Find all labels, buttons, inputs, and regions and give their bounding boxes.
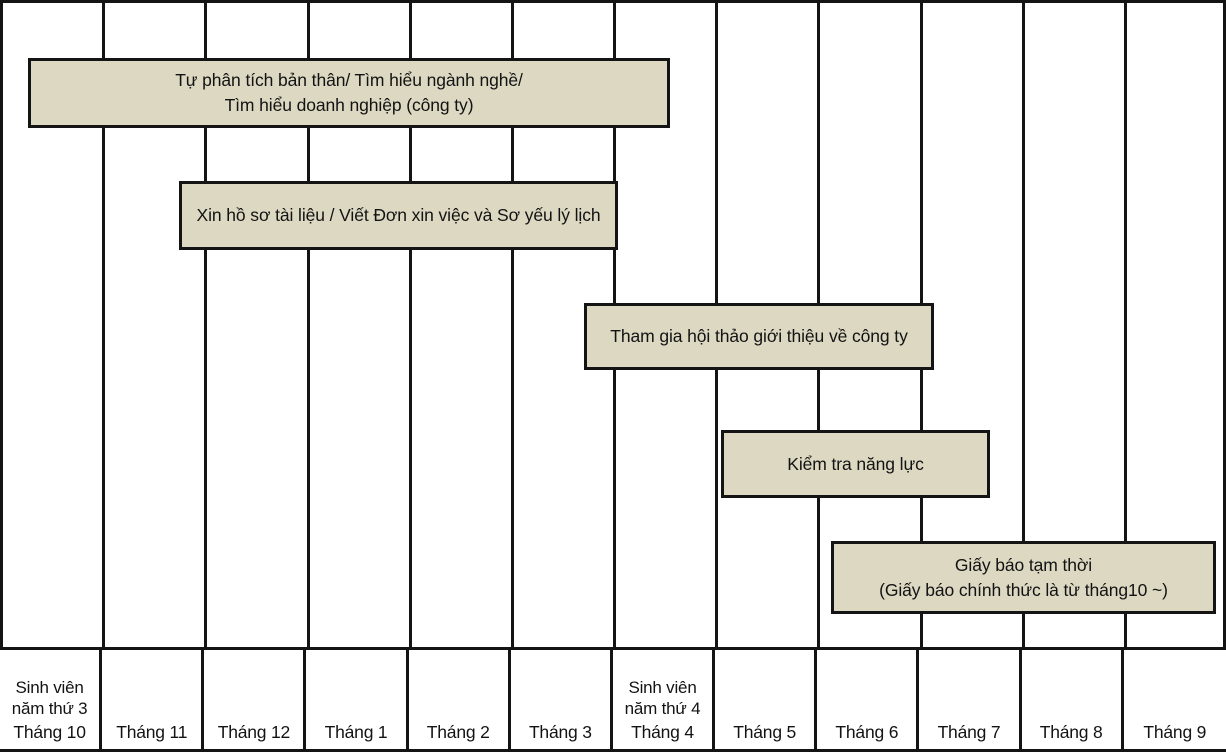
axis-month-cell[interactable]: Sinh viên năm thứ 4 Tháng 4 (613, 650, 716, 749)
axis-month-label: Tháng 10 (13, 722, 86, 742)
timeline-axis: Sinh viên năm thứ 3 Tháng 10 Tháng 11 Tháng… (0, 647, 1226, 752)
task-bar-label: Kiểm tra năng lực (787, 453, 924, 474)
axis-year-label: Sinh viên năm thứ 4 (624, 677, 701, 718)
axis-month-cell[interactable]: Tháng 3 (511, 650, 613, 749)
axis-month-label: Tháng 4 (631, 722, 694, 742)
axis-month-cell[interactable]: Tháng 12 (204, 650, 307, 749)
axis-month-label: Tháng 3 (528, 722, 592, 742)
task-bar[interactable]: Tự phân tích bản thân/ Tìm hiểu ngành ng… (28, 58, 670, 128)
axis-month-label: Tháng 6 (835, 722, 899, 742)
axis-month-label: Tháng 11 (116, 722, 188, 742)
axis-month-label: Tháng 5 (733, 722, 797, 742)
task-bar-label: Tự phân tích bản thân/ Tìm hiểu ngành ng… (175, 70, 523, 115)
grid-line-3 (307, 0, 310, 647)
axis-month-label: Tháng 7 (937, 722, 1001, 742)
task-bar-label: Xin hồ sơ tài liệu / Viết Đơn xin việc v… (196, 205, 601, 226)
axis-month-cell[interactable]: Tháng 2 (409, 650, 511, 749)
task-bar-label: Giấy báo tạm thời (Giấy báo chính thức l… (879, 554, 1168, 600)
grid-line-11 (1124, 0, 1127, 647)
grid-line-5 (511, 0, 514, 647)
axis-month-label: Tháng 2 (426, 722, 490, 742)
axis-month-cell[interactable]: Sinh viên năm thứ 3 Tháng 10 (0, 650, 103, 749)
task-bar-label: Tham gia hội thảo giới thiệu về công ty (610, 326, 908, 347)
axis-month-label: Tháng 8 (1039, 722, 1103, 742)
task-bar[interactable]: Kiểm tra năng lực (721, 430, 990, 498)
axis-month-cell[interactable]: Tháng 8 (1022, 650, 1124, 749)
axis-month-cell[interactable]: Tháng 9 (1124, 650, 1226, 749)
grid-line-4 (409, 0, 412, 647)
axis-month-label: Tháng 9 (1143, 722, 1207, 742)
axis-month-cell[interactable]: Tháng 1 (306, 650, 409, 749)
axis-month-cell[interactable]: Tháng 6 (817, 650, 920, 749)
axis-month-cell[interactable]: Tháng 7 (919, 650, 1022, 749)
grid-line-2 (204, 0, 207, 647)
grid-line-1 (102, 0, 105, 647)
grid-line-12 (1223, 0, 1226, 647)
task-bar[interactable]: Giấy báo tạm thời (Giấy báo chính thức l… (831, 541, 1216, 614)
axis-month-label: Tháng 12 (217, 722, 291, 742)
axis-month-cell[interactable]: Tháng 11 (102, 650, 205, 749)
axis-month-label: Tháng 1 (324, 722, 388, 742)
task-bar[interactable]: Tham gia hội thảo giới thiệu về công ty (584, 303, 934, 370)
axis-month-cell[interactable]: Tháng 5 (715, 650, 818, 749)
grid-line-10 (1022, 0, 1025, 647)
axis-year-label: Sinh viên năm thứ 3 (11, 677, 88, 718)
grid-line-0 (0, 0, 3, 647)
task-bar[interactable]: Xin hồ sơ tài liệu / Viết Đơn xin việc v… (179, 181, 618, 250)
